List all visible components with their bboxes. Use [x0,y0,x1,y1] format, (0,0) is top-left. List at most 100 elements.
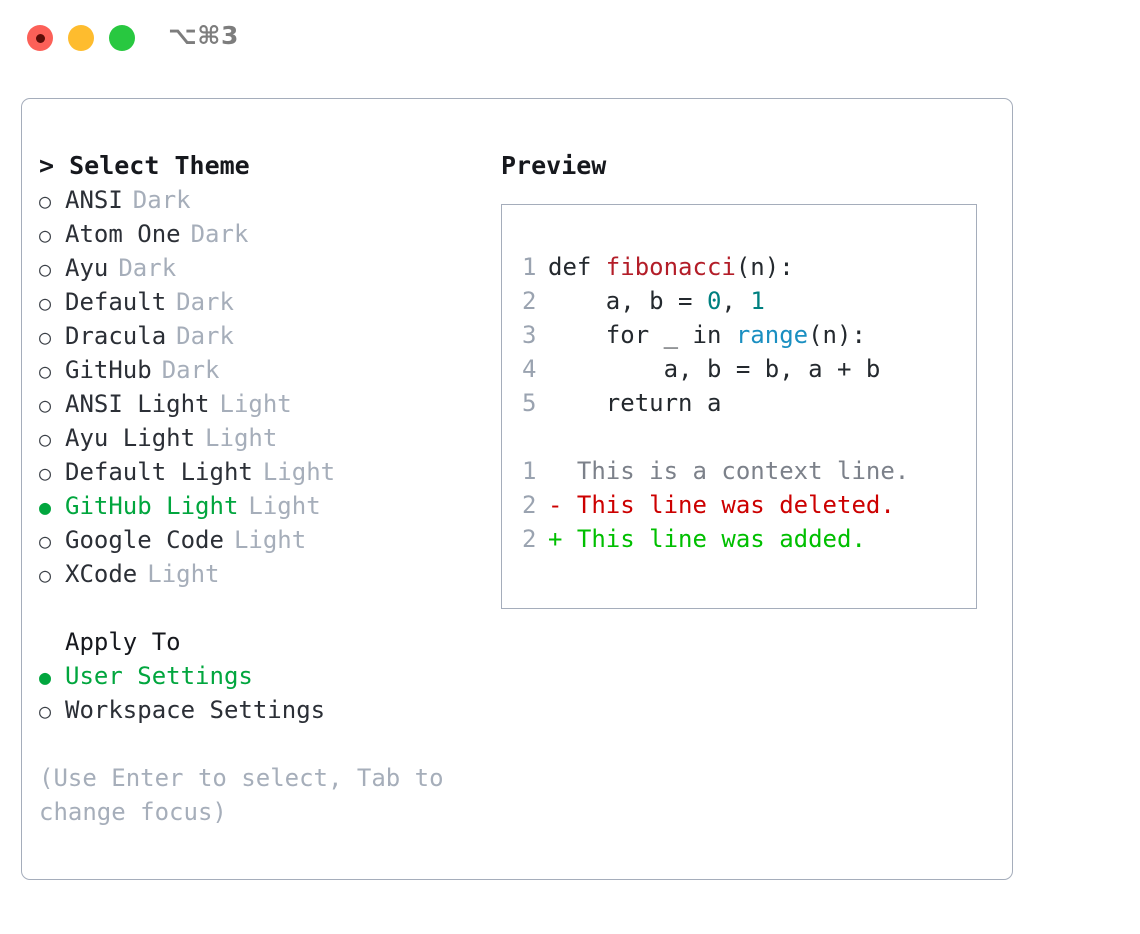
page-title: > Select Theme [39,151,250,180]
apply-to-list: ● User Settings ○Workspace Settings [39,659,479,727]
apply-to-option[interactable]: ○Workspace Settings [39,693,479,727]
apply-to-option-label: User Settings [65,662,253,690]
theme-option-label: Ayu [65,254,109,282]
line-number: 1 [522,457,537,485]
theme-option[interactable]: ○ Ayu Light Light [39,421,479,455]
close-button[interactable] [27,25,53,51]
theme-option-label: GitHub [65,356,152,384]
theme-option-label: ANSI [65,186,123,214]
line-number: 5 [522,389,537,417]
theme-option-kind: Light [219,390,292,418]
theme-option-label: XCode [65,560,138,588]
code-token: return a [605,389,722,417]
theme-option-kind: Light [147,560,220,588]
window-controls [27,25,135,51]
title-bar: ⌥⌘3 [0,0,1140,78]
theme-option-kind: Dark [190,220,249,248]
theme-option[interactable]: ○ Google Code Light [39,523,479,557]
radio-selected-icon: ● [39,665,52,689]
code-line: 5 return a [522,386,970,420]
theme-option[interactable]: ○ Default Light Light [39,455,479,489]
radio-selected-icon: ● [39,495,52,519]
apply-to-option[interactable]: ● User Settings [39,659,479,693]
code-token: (n): [808,321,866,349]
code-line: 3 for _ in range(n): [522,318,970,352]
code-token: def [548,253,606,281]
theme-option-kind: Dark [161,356,220,384]
keyboard-shortcut-label: ⌥⌘3 [168,21,239,50]
theme-option[interactable]: ○ Atom One Dark [39,217,479,251]
diff-text: This line was deleted. [576,491,895,519]
maximize-button[interactable] [109,25,135,51]
theme-option-kind: Light [262,458,336,486]
theme-option-kind: Light [205,424,278,452]
diff-sign: + [548,525,577,553]
line-number: 4 [522,355,537,383]
radio-empty-icon: ○ [39,427,52,451]
line-number: 1 [522,253,537,281]
radio-empty-icon: ○ [39,189,52,213]
apply-to-title: Apply To [65,628,181,656]
minimize-button[interactable] [68,25,94,51]
theme-option[interactable]: ○ GitHub Dark [39,353,479,387]
diff-line: 2+ This line was added. [522,522,970,556]
theme-option[interactable]: ○ XCode Light [39,557,479,591]
theme-option-label: GitHub Light [65,492,239,520]
theme-option[interactable]: ○ Ayu Dark [39,251,479,285]
code-token: fibonacci [605,253,736,281]
code-token: a, b = [605,287,707,315]
code-token: a, b = b, a + b [663,355,881,383]
code-line: 2 a, b = 0, 1 [522,284,970,318]
theme-option-label: Default Light [65,458,253,486]
theme-option[interactable]: ● GitHub Light Light [39,489,479,523]
code-line: 4 a, b = b, a + b [522,352,970,386]
theme-option-kind: Light [248,492,321,520]
code-token: (n): [735,253,794,281]
code-token: for _ in [605,321,736,349]
diff-sample: 1 This is a context line. 2- This line wa… [522,454,970,556]
preview-title: Preview [501,151,607,180]
line-number: 2 [522,287,537,315]
line-number: 2 [522,525,537,553]
radio-empty-icon: ○ [39,257,52,281]
theme-option-kind: Dark [118,254,177,282]
theme-option-kind: Dark [176,288,234,316]
keyboard-hint: (Use Enter to select, Tab to change focu… [39,764,444,826]
theme-option-label: Default [65,288,167,316]
radio-empty-icon: ○ [39,461,52,485]
theme-option-label: Ayu Light [65,424,196,452]
apply-to-option-label: Workspace Settings [65,696,326,724]
code-token: , [721,287,751,315]
theme-option-label: Google Code [65,526,224,554]
diff-text: This is a context line. [576,457,910,485]
line-number: 2 [522,491,537,519]
code-token: 0 [706,287,722,315]
theme-option-kind: Light [233,526,307,554]
diff-line: 1 This is a context line. [522,454,970,488]
diff-sign: - [548,491,577,519]
line-number: 3 [522,321,537,349]
theme-option-label: Atom One [65,220,181,248]
radio-empty-icon: ○ [39,529,52,553]
apply-to-section: Apply To ● User Settings ○Workspace Settin… [39,625,479,727]
theme-option[interactable]: ○ Dracula Dark [39,319,479,353]
theme-option-label: Dracula [65,322,167,350]
theme-option-label: ANSI Light [65,390,210,418]
code-line: 1 def fibonacci(n): [522,250,970,284]
radio-empty-icon: ○ [39,325,52,349]
theme-option-kind: Dark [176,322,234,350]
radio-empty-icon: ○ [39,223,52,247]
code-token: 1 [750,287,765,315]
radio-empty-icon: ○ [39,563,52,587]
radio-empty-icon: ○ [39,359,52,383]
